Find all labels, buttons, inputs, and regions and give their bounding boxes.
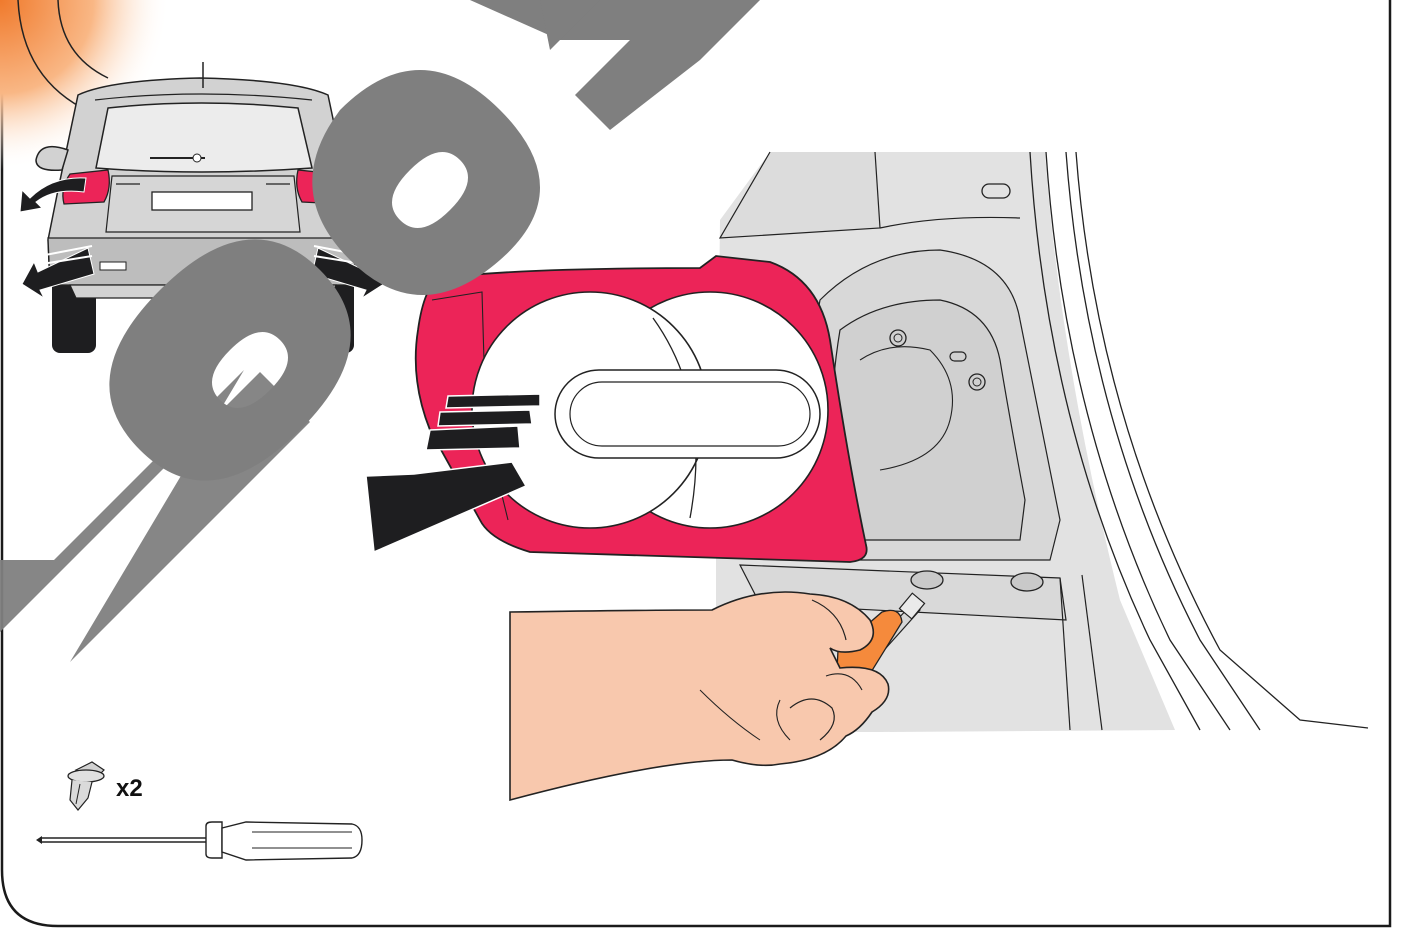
tail-light-icon	[416, 256, 867, 562]
hand-with-screwdriver-icon	[510, 592, 925, 800]
screwdriver-icon	[36, 822, 362, 860]
clip-quantity: x2	[116, 775, 143, 802]
push-clip-icon	[68, 762, 104, 810]
